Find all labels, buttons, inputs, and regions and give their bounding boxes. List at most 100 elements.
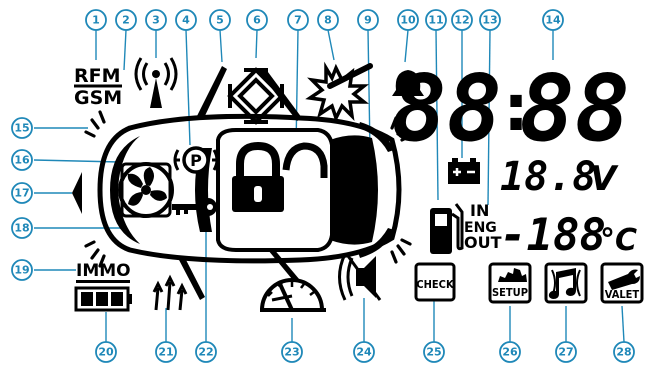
immo-underline	[76, 280, 130, 283]
leader-lines	[33, 29, 625, 343]
fan-icon	[118, 162, 174, 218]
callout-24: 24	[353, 341, 375, 363]
immo-label: IMMO	[76, 261, 131, 281]
callout-3: 3	[145, 9, 167, 31]
bell-icon	[392, 70, 424, 102]
window-up-arrows-icon	[152, 274, 188, 311]
clock-display: 88 : 88	[391, 55, 630, 162]
svg-text:10: 10	[400, 14, 416, 27]
rfm-label: RFM	[74, 65, 121, 87]
svg-text:3: 3	[152, 14, 160, 27]
wrench-icon	[608, 269, 640, 290]
svg-text:17: 17	[14, 187, 29, 200]
callout-22: 22	[195, 341, 217, 363]
callout-21: 21	[155, 341, 177, 363]
front-lights-bottom-rays	[390, 238, 412, 264]
callout-12: 12	[451, 9, 473, 31]
callout-6: 6	[246, 9, 268, 31]
svg-text:19: 19	[14, 264, 29, 277]
svg-text:9: 9	[364, 14, 372, 27]
callout-4: 4	[175, 9, 197, 31]
svg-text:1: 1	[92, 14, 100, 27]
svg-text:8: 8	[324, 14, 332, 27]
callout-27: 27	[555, 341, 577, 363]
svg-text:20: 20	[98, 346, 114, 359]
check-box: CHECK	[414, 262, 456, 302]
setup-box: SETUP	[488, 262, 532, 304]
svg-text:6: 6	[253, 14, 261, 27]
car-battery-icon	[448, 158, 480, 184]
voltage-unit: V	[590, 159, 619, 199]
callout-8: 8	[317, 9, 339, 31]
svg-text:21: 21	[158, 346, 173, 359]
temp-eng-label: ENG	[464, 220, 497, 236]
svg-text:26: 26	[502, 346, 518, 359]
front-lights-top-rays	[390, 116, 412, 142]
callout-17: 17	[11, 182, 33, 204]
valet-box: VALET	[600, 262, 644, 304]
rear-lights-bottom-rays	[84, 240, 106, 268]
callout-25: 25	[423, 341, 445, 363]
rear-lights-top-rays	[84, 110, 106, 138]
svg-text:18: 18	[14, 222, 29, 235]
callout-5: 5	[209, 9, 231, 31]
temp-in-label: IN	[470, 201, 489, 220]
callout-2: 2	[115, 9, 137, 31]
padlock-icon	[232, 141, 328, 212]
svg-text:28: 28	[616, 346, 631, 359]
callout-10: 10	[397, 9, 419, 31]
svg-text:22: 22	[198, 346, 213, 359]
svg-text:14: 14	[545, 14, 561, 27]
callout-7: 7	[287, 9, 309, 31]
key-icon	[172, 198, 217, 216]
rear-arrow-icon	[72, 172, 82, 214]
callout-19: 19	[11, 259, 33, 281]
callout-14: 14	[542, 9, 564, 31]
callout-16: 16	[11, 149, 33, 171]
antenna-icon	[134, 57, 178, 108]
svg-text:24: 24	[356, 346, 372, 359]
gsm-label: GSM	[74, 87, 122, 109]
valet-label: VALET	[605, 288, 640, 301]
svg-text:13: 13	[482, 14, 497, 27]
svg-text:12: 12	[454, 14, 469, 27]
temperature-unit: °C	[600, 223, 637, 258]
temp-out-label: OUT	[464, 233, 502, 252]
speaker-muted-icon	[338, 253, 382, 301]
callout-26: 26	[499, 341, 521, 363]
remote-battery-icon	[74, 286, 132, 312]
fuel-pump-icon	[430, 203, 464, 254]
gear-icon	[498, 268, 527, 282]
callout-20: 20	[95, 341, 117, 363]
parking-icon: P	[173, 146, 219, 174]
setup-label: SETUP	[492, 286, 528, 299]
shock-sensor-icon	[305, 61, 373, 123]
callout-markers: 1 2 3 4 5 6 7 8 9 10 11 12 13 14 15 16 1…	[11, 9, 635, 363]
speedometer-icon	[259, 278, 326, 312]
callout-28: 28	[613, 341, 635, 363]
svg-text:7: 7	[294, 14, 302, 27]
svg-text:4: 4	[182, 14, 190, 27]
svg-text:15: 15	[14, 122, 29, 135]
music-mute-box	[544, 262, 588, 304]
callout-1: 1	[85, 9, 107, 31]
callout-11: 11	[425, 9, 447, 31]
svg-text:11: 11	[428, 14, 443, 27]
callout-18: 18	[11, 217, 33, 239]
svg-text:23: 23	[284, 346, 299, 359]
check-label: CHECK	[416, 278, 454, 291]
clock-hours: 88	[391, 55, 502, 162]
svg-text:16: 16	[14, 154, 30, 167]
callout-9: 9	[357, 9, 379, 31]
svg-text:5: 5	[216, 14, 224, 27]
clock-minutes: 88	[519, 55, 630, 162]
alarm-sensor-icon	[227, 67, 285, 125]
clock-separator: :	[503, 72, 529, 146]
callout-15: 15	[11, 117, 33, 139]
temperature-value: -188	[500, 210, 606, 261]
voltage-value: 18.8	[500, 154, 596, 200]
front-right-door-icon	[178, 256, 205, 300]
callout-13: 13	[479, 9, 501, 31]
callout-23: 23	[281, 341, 303, 363]
